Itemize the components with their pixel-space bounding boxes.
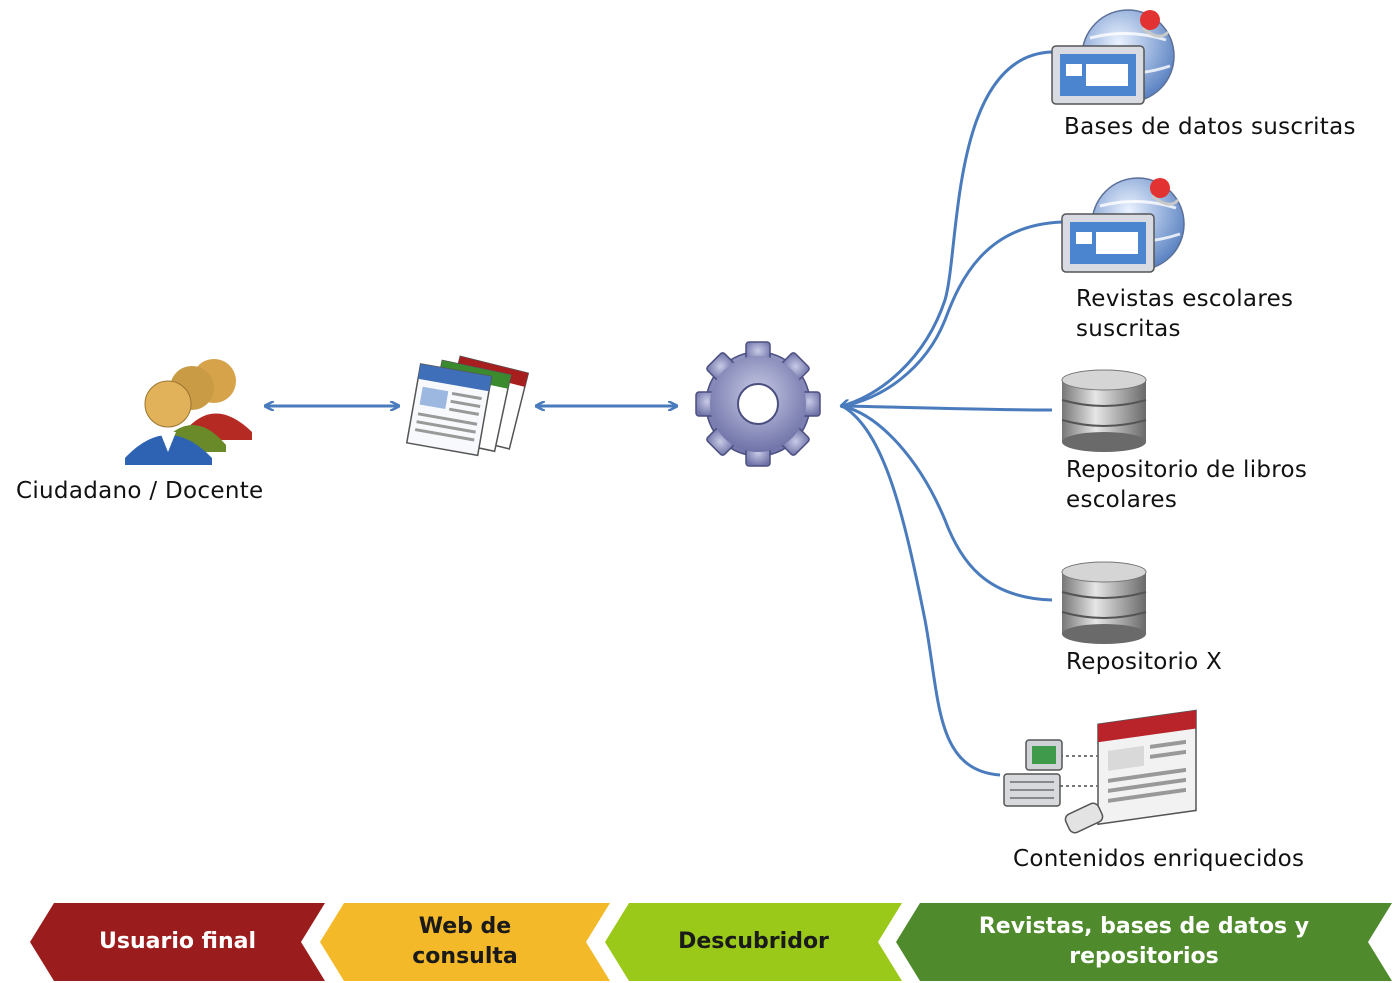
stage-web-line2: consulta — [412, 944, 518, 969]
stage-repositories-text: Revistas, bases de datos y repositorios — [896, 903, 1392, 981]
stage-web-shape — [320, 903, 610, 981]
stage-repositories-shape — [896, 903, 1392, 981]
connector-books-repo — [841, 404, 1053, 412]
users-group-icon — [125, 359, 252, 465]
stage-user-text: Usuario final — [30, 903, 325, 981]
web-application-globe-icon-1 — [1051, 9, 1175, 105]
database-icon-2 — [1061, 561, 1147, 644]
stage-web-line1: Web de — [418, 914, 512, 939]
journals-label-line1: Revistas escolares — [1076, 286, 1294, 312]
stage-discoverer-line1: Descubridor — [678, 929, 829, 954]
stage-web: Web de consulta — [320, 903, 610, 981]
stage-web-text: Web de consulta — [320, 903, 610, 981]
stage-user-shape — [30, 903, 325, 981]
books-repo-label-line1: Repositorio de libros — [1066, 457, 1308, 483]
web-application-globe-icon-2 — [1061, 177, 1185, 273]
database-icon-1 — [1061, 369, 1147, 452]
web-pages-icon — [405, 355, 530, 457]
diagram-canvas — [125, 9, 1197, 834]
databases-label: Bases de datos suscritas — [1064, 114, 1356, 140]
journals-label-line2: suscritas — [1076, 316, 1181, 342]
user-label: Ciudadano / Docente — [16, 478, 264, 504]
stage-repositories: Revistas, bases de datos y repositorios — [896, 903, 1392, 981]
journals-label: Revistas escolares suscritas — [1076, 284, 1293, 344]
stage-discoverer-text: Descubridor — [605, 903, 902, 981]
enriched-label: Contenidos enriquecidos — [1013, 846, 1305, 872]
books-repo-label-line2: escolares — [1066, 487, 1178, 513]
stage-discoverer-shape — [605, 903, 902, 981]
books-repo-label: Repositorio de libros escolares — [1066, 455, 1307, 515]
stage-repositories-line2: repositorios — [1069, 944, 1219, 969]
connector-journals — [841, 220, 1063, 408]
network-computer-icon — [1003, 709, 1197, 834]
repo-x-label: Repositorio X — [1066, 649, 1223, 675]
stage-discoverer: Descubridor — [605, 903, 902, 981]
connector-databases — [842, 50, 1053, 406]
stage-user: Usuario final — [30, 903, 325, 981]
connectors — [266, 50, 1063, 777]
gear-icon — [695, 341, 821, 467]
stage-user-line1: Usuario final — [99, 929, 256, 954]
connector-repo-x — [841, 404, 1053, 602]
connector-enriched — [841, 404, 1001, 777]
stage-repositories-line1: Revistas, bases de datos y — [978, 914, 1310, 939]
